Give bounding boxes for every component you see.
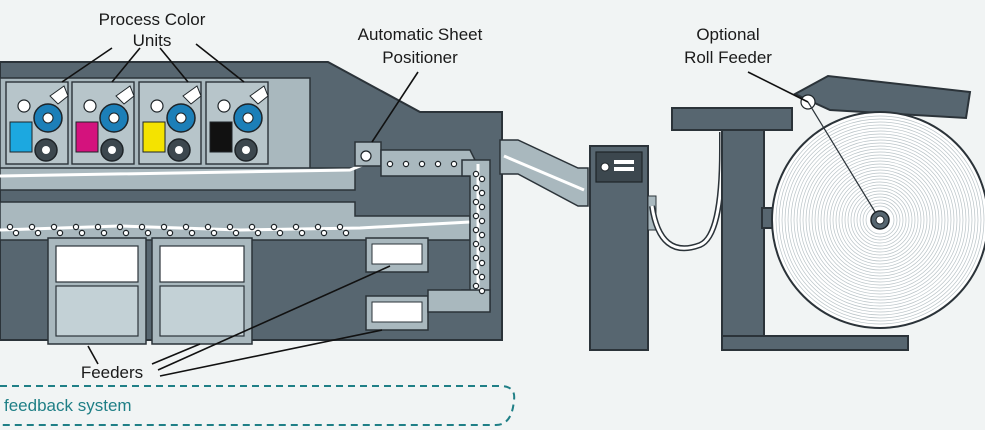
- label-roll-feeder-1: Optional: [696, 25, 759, 44]
- leader-lines: [61, 43, 809, 377]
- path-roller: [248, 223, 256, 231]
- path-roller: [336, 223, 344, 231]
- feedback-system-outline: [0, 385, 516, 426]
- path-roller: [12, 229, 20, 237]
- label-feedback-system: feedback system: [4, 396, 132, 415]
- path-roller: [472, 226, 480, 234]
- color-unit-1: [5, 81, 69, 165]
- path-roller: [6, 223, 14, 231]
- path-roller: [122, 229, 130, 237]
- toner-cartridge: [75, 121, 99, 153]
- path-roller: [478, 203, 486, 211]
- toner-cartridge: [142, 121, 166, 153]
- toner-cartridge: [209, 121, 233, 153]
- path-roller: [342, 229, 350, 237]
- path-roller: [276, 229, 284, 237]
- path-roller: [226, 223, 234, 231]
- color-unit-3: [138, 81, 202, 165]
- path-roller: [472, 170, 480, 178]
- path-roller: [472, 254, 480, 262]
- path-roller: [232, 229, 240, 237]
- color-unit-4: [205, 81, 269, 165]
- path-roller: [210, 229, 218, 237]
- path-roller: [116, 223, 124, 231]
- path-roller: [314, 223, 322, 231]
- path-roller: [144, 229, 152, 237]
- path-roller: [166, 229, 174, 237]
- interface-module: [589, 145, 657, 351]
- path-roller: [478, 273, 486, 281]
- path-roller: [298, 229, 306, 237]
- path-roller: [100, 229, 108, 237]
- path-roller: [402, 160, 410, 168]
- lower-feeder-channel: [427, 289, 491, 313]
- path-roller: [270, 223, 278, 231]
- label-sheet-positioner-2: Positioner: [382, 48, 458, 67]
- path-roller: [94, 223, 102, 231]
- path-roller: [472, 268, 480, 276]
- path-roller: [292, 223, 300, 231]
- path-roller: [478, 245, 486, 253]
- path-roller: [34, 229, 42, 237]
- path-roller: [478, 231, 486, 239]
- path-roller: [320, 229, 328, 237]
- path-roller: [182, 223, 190, 231]
- path-roller: [188, 229, 196, 237]
- label-process-color-units-1: Process Color: [99, 10, 206, 29]
- path-roller: [204, 223, 212, 231]
- path-roller: [138, 223, 146, 231]
- path-roller: [472, 198, 480, 206]
- path-roller: [472, 212, 480, 220]
- path-roller: [56, 229, 64, 237]
- path-roller: [472, 184, 480, 192]
- path-roller: [450, 160, 458, 168]
- path-roller: [254, 229, 262, 237]
- feeder-tray-small-2: [365, 295, 429, 331]
- label-process-color-units-2: Units: [133, 31, 172, 50]
- path-roller: [478, 175, 486, 183]
- path-roller: [472, 240, 480, 248]
- path-roller: [160, 223, 168, 231]
- toner-cartridge: [9, 121, 33, 153]
- label-feeders: Feeders: [81, 363, 143, 382]
- process-color-units: [5, 81, 269, 165]
- path-roller: [478, 287, 486, 295]
- bridge-paper-path: [503, 154, 585, 192]
- path-roller: [50, 223, 58, 231]
- path-roller: [72, 223, 80, 231]
- path-roller: [478, 217, 486, 225]
- path-roller: [478, 189, 486, 197]
- web-path: [807, 101, 881, 221]
- path-roller: [78, 229, 86, 237]
- label-sheet-positioner-1: Automatic Sheet: [358, 25, 483, 44]
- path-roller: [418, 160, 426, 168]
- path-roller: [434, 160, 442, 168]
- roll-spindle: [870, 210, 890, 230]
- feeder-drawer-2: [151, 237, 253, 345]
- return-paper-path: [0, 220, 471, 232]
- path-roller: [478, 259, 486, 267]
- path-roller: [472, 282, 480, 290]
- path-roller: [28, 223, 36, 231]
- path-roller: [386, 160, 394, 168]
- color-unit-2: [71, 81, 135, 165]
- feeder-drawer-1: [47, 237, 147, 345]
- label-roll-feeder-2: Roll Feeder: [684, 48, 772, 67]
- feeder-tray-small-1: [365, 237, 429, 273]
